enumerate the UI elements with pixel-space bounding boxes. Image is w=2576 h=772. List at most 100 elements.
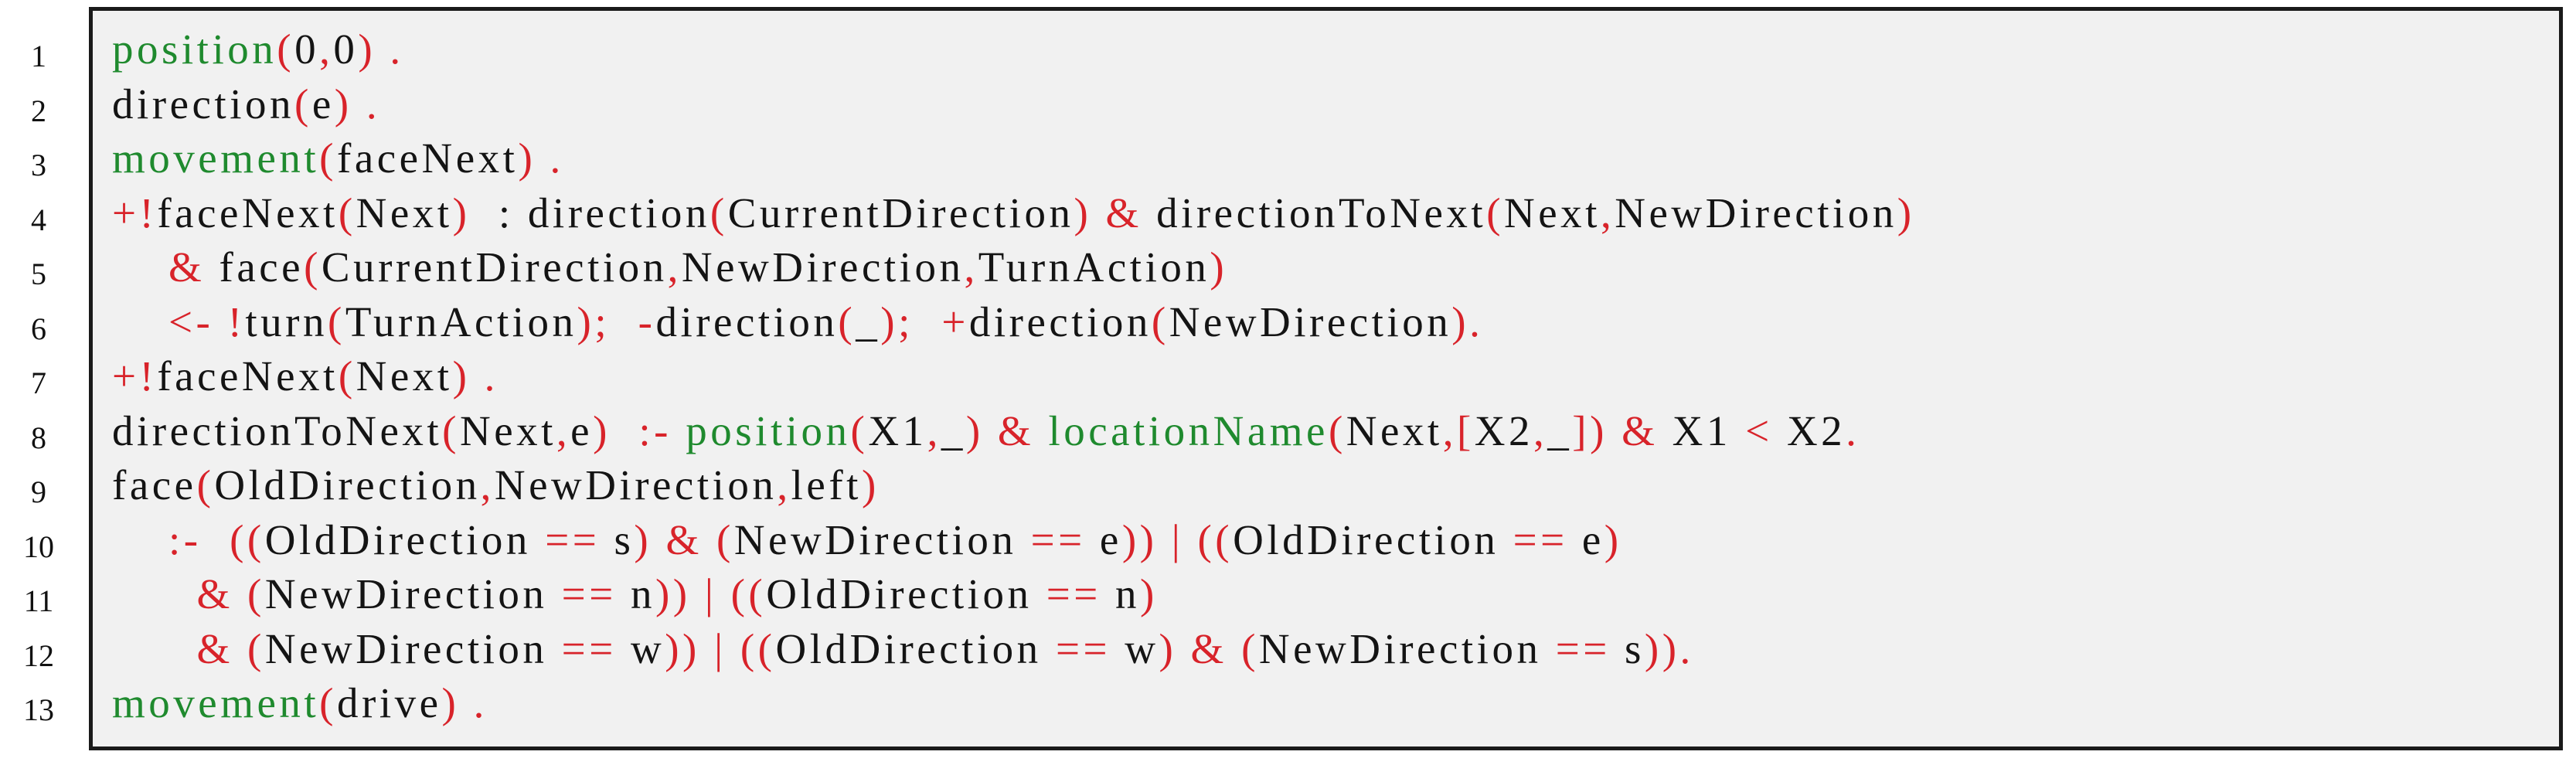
code-token: == (1041, 624, 1125, 672)
code-token: position (112, 26, 277, 73)
line-number: 2 (31, 93, 46, 128)
code-token: , (1600, 189, 1615, 236)
code-token: direction (968, 298, 1152, 345)
code-token: == (1016, 515, 1100, 563)
code-token: , (927, 406, 941, 454)
code-token: :- (( (112, 515, 265, 563)
code-token: ( (442, 406, 460, 454)
code-line: face(OldDirection,NewDirection,left) (112, 458, 880, 512)
code-token: )) | (( (1121, 515, 1234, 563)
code-token: ( (319, 679, 337, 726)
code-token: ); + (880, 298, 969, 345)
line-number: 3 (31, 148, 46, 182)
code-token: n (1115, 570, 1140, 617)
code-line: <- !turn(TurnAction); -direction(_); +di… (112, 295, 1483, 349)
code-token: ( (277, 26, 295, 73)
code-line: & (NewDirection == n)) | ((OldDirection … (112, 567, 1158, 621)
code-token: e (570, 406, 594, 454)
code-token: +! (112, 189, 158, 236)
code-token: ) (1210, 243, 1228, 291)
code-token: ) (1074, 189, 1092, 236)
line-number: 4 (31, 202, 46, 237)
code-token: n (630, 570, 655, 617)
code-token: faceNext (337, 134, 519, 182)
code-token: OldDirection (1233, 515, 1499, 563)
code-line: & face(CurrentDirection,NewDirection,Tur… (112, 240, 1227, 294)
code-token: ( (1486, 189, 1505, 236)
code-token: direction (655, 298, 839, 345)
code-token: ( (304, 243, 322, 291)
code-token: faceNext (157, 189, 339, 236)
code-token: e (1581, 515, 1604, 563)
line-number: 12 (23, 638, 54, 673)
code-token: , (480, 461, 495, 508)
code-token: , (556, 406, 571, 454)
code-token: . (352, 80, 381, 128)
code-token: <- ! (112, 298, 246, 345)
code-token: :- (610, 406, 686, 454)
code-token: _ (941, 406, 966, 454)
code-token: NewDirection (1615, 189, 1897, 236)
code-token: direction (527, 189, 710, 236)
code-token: position (686, 406, 851, 454)
code-token: OldDirection (214, 461, 481, 508)
code-token: . (376, 26, 404, 73)
line-number: 9 (31, 474, 46, 509)
code-token: movement (112, 679, 320, 726)
code-token: drive (337, 679, 442, 726)
code-token: == (1541, 624, 1625, 672)
line-number: 6 (31, 311, 46, 346)
code-token: ( (1328, 406, 1346, 454)
code-token: w (1125, 624, 1159, 672)
code-token: OldDirection (775, 624, 1042, 672)
code-token: NewDirection (264, 624, 548, 672)
code-token: == (1032, 570, 1115, 617)
code-line: directionToNext(Next,e) :- position(X1,_… (112, 404, 1860, 458)
code-token: , (667, 243, 682, 291)
code-token: directionToNext (1156, 189, 1487, 236)
code-token: ) (452, 352, 471, 400)
code-token: turn (245, 298, 328, 345)
code-token: TurnAction (345, 298, 577, 345)
code-token: )) | (( (665, 624, 776, 672)
code-token: X1 (868, 406, 927, 454)
code-token: )) | (( (655, 570, 767, 617)
code-token: 0 (294, 26, 320, 73)
code-token: ) & ( (634, 515, 734, 563)
code-token: ); - (577, 298, 656, 345)
code-token: NewDirection (264, 570, 548, 617)
code-token: ) (441, 679, 460, 726)
code-token: == (530, 515, 614, 563)
code-token: Next (1346, 406, 1443, 454)
code-token: direction (112, 80, 294, 128)
code-token: OldDirection (766, 570, 1033, 617)
code-token: Next (356, 189, 453, 236)
code-token: ) (452, 189, 471, 236)
code-token: . (1846, 406, 1860, 454)
code-token: directionToNext (112, 406, 443, 454)
code-line: movement(drive) . (112, 676, 488, 730)
code-token: NewDirection (1169, 298, 1452, 345)
code-token: . (459, 679, 488, 726)
code-line: movement(faceNext) . (112, 131, 564, 185)
code-token: ) (1604, 515, 1622, 563)
code-token: ) (965, 406, 984, 454)
code-token: CurrentDirection (727, 189, 1074, 236)
code-token: left (791, 461, 862, 508)
code-token: ) (861, 461, 880, 508)
code-token: ) (1897, 189, 1915, 236)
code-token: NewDirection (1258, 624, 1542, 672)
code-token: & (1607, 406, 1673, 454)
code-token: ) (334, 80, 352, 128)
code-token: 0 (333, 26, 359, 73)
code-token: Next (1504, 189, 1601, 236)
code-token: , (964, 243, 978, 291)
code-token: OldDirection (264, 515, 531, 563)
code-token: == (547, 570, 631, 617)
code-token: ) (358, 26, 376, 73)
code-token: e (1099, 515, 1122, 563)
code-line: +!faceNext(Next) . (112, 349, 499, 403)
code-line: position(0,0) . (112, 22, 404, 77)
code-token: face (112, 461, 197, 508)
